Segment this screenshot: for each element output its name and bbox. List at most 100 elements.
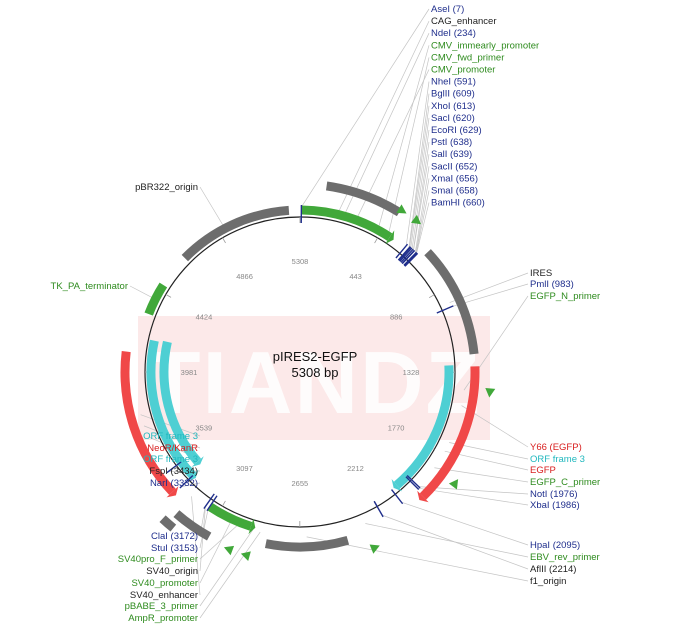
feature-arc bbox=[159, 340, 202, 465]
feature-arrowhead bbox=[385, 230, 395, 244]
feature-label: CMV_immearly_promoter bbox=[431, 40, 539, 51]
feature-arc bbox=[419, 366, 480, 500]
leader-line bbox=[415, 190, 430, 255]
restriction-site-mark bbox=[401, 250, 416, 265]
leader-line bbox=[410, 117, 430, 250]
leader-line bbox=[191, 496, 201, 596]
feature-label: PmlI (983) bbox=[530, 279, 574, 290]
feature-label: pBR322_origin bbox=[135, 182, 198, 193]
feature-arc bbox=[146, 339, 196, 479]
watermark-text: TIANDZ bbox=[147, 333, 482, 432]
feature-label: StuI (3153) bbox=[151, 543, 198, 554]
feature-label: SV40pro_F_primer bbox=[118, 554, 198, 565]
restriction-site-mark bbox=[404, 252, 419, 267]
feature-label: XbaI (1986) bbox=[530, 500, 580, 511]
leader-line bbox=[412, 154, 430, 253]
feature-label: CMV_promoter bbox=[431, 65, 495, 76]
feature-label: CMV_fwd_primer bbox=[431, 52, 504, 63]
feature-arc bbox=[181, 205, 290, 262]
leader-line bbox=[199, 531, 261, 619]
feature-arc bbox=[264, 535, 350, 552]
leader-line bbox=[415, 178, 430, 255]
feature-arrowhead bbox=[166, 486, 179, 498]
primer-arrow bbox=[448, 479, 459, 490]
feature-label: EBV_rev_primer bbox=[530, 552, 600, 563]
tick-mark bbox=[428, 294, 435, 299]
primer-arrow bbox=[410, 214, 422, 225]
feature-arrowhead bbox=[417, 490, 429, 503]
feature-label: PstI (638) bbox=[431, 137, 472, 148]
tick-label: 2655 bbox=[292, 479, 309, 488]
feature-label: NarI (3332) bbox=[150, 478, 198, 489]
restriction-site-mark bbox=[403, 251, 417, 266]
feature-label: BamHI (660) bbox=[431, 198, 485, 209]
feature-arrowhead bbox=[391, 479, 403, 492]
feature-label: NdeI (234) bbox=[431, 28, 476, 39]
feature-label: AmpR_promoter bbox=[128, 613, 198, 624]
leader-line bbox=[181, 482, 201, 487]
restriction-site-mark bbox=[179, 475, 194, 489]
feature-label: CAG_enhancer bbox=[431, 16, 496, 27]
tick-mark bbox=[374, 237, 378, 244]
feature-label: ClaI (3172) bbox=[151, 531, 198, 542]
feature-label: NeoR/KanR bbox=[147, 443, 198, 454]
restriction-site-mark bbox=[166, 461, 182, 474]
leader-line bbox=[199, 521, 232, 584]
feature-arc bbox=[173, 510, 212, 541]
restriction-site-mark bbox=[373, 500, 384, 518]
restriction-site-mark bbox=[400, 248, 414, 263]
restriction-site-mark bbox=[405, 476, 420, 490]
feature-label: FspI (3434) bbox=[149, 466, 198, 477]
leader-line bbox=[344, 33, 430, 214]
tick-label: 4866 bbox=[236, 272, 253, 281]
restriction-site-mark bbox=[398, 246, 412, 261]
feature-label: f1_origin bbox=[530, 576, 566, 587]
feature-label: SV40_enhancer bbox=[130, 590, 198, 601]
restriction-site-mark bbox=[206, 495, 218, 512]
feature-label: EGFP_N_primer bbox=[530, 291, 600, 302]
feature-label: XhoI (613) bbox=[431, 101, 475, 112]
feature-label: TK_PA_terminator bbox=[51, 281, 128, 292]
feature-arc bbox=[120, 351, 176, 495]
leader-line bbox=[199, 529, 253, 607]
tick-label: 2212 bbox=[347, 464, 364, 473]
feature-label: ORF frame 3 bbox=[143, 431, 198, 442]
tick-mark bbox=[222, 500, 226, 507]
leader-line bbox=[405, 81, 430, 246]
feature-label: pBABE_3_primer bbox=[125, 601, 198, 612]
tick-label: 443 bbox=[349, 272, 362, 281]
feature-label: SV40_promoter bbox=[131, 578, 198, 589]
feature-label: SalI (639) bbox=[431, 149, 472, 160]
feature-arrowhead bbox=[191, 456, 204, 467]
leader-line bbox=[417, 487, 529, 506]
feature-label: SacI (620) bbox=[431, 113, 475, 124]
leader-line bbox=[415, 202, 430, 255]
tick-label: 886 bbox=[390, 313, 403, 322]
leader-line bbox=[301, 8, 430, 208]
feature-arc bbox=[144, 282, 168, 316]
feature-label: ORF frame 3 bbox=[143, 454, 198, 465]
primer-arrow bbox=[485, 388, 496, 398]
primer-arrow bbox=[396, 204, 407, 214]
tick-mark bbox=[222, 237, 226, 244]
restriction-site-mark bbox=[203, 493, 215, 509]
restriction-site-mark bbox=[436, 305, 454, 314]
feature-label: Y66 (EGFP) bbox=[530, 442, 582, 453]
feature-label: EcoRI (629) bbox=[431, 125, 482, 136]
watermark: TIANDZ bbox=[138, 316, 490, 440]
leader-line bbox=[388, 57, 430, 234]
restriction-site-mark bbox=[397, 246, 411, 261]
feature-label: HpaI (2095) bbox=[530, 540, 580, 551]
site-marks bbox=[166, 204, 454, 518]
feature-arc bbox=[159, 515, 177, 532]
leader-line bbox=[411, 129, 430, 251]
tick-mark bbox=[165, 294, 172, 298]
feature-arc bbox=[424, 249, 479, 355]
watermark-backdrop bbox=[138, 316, 490, 440]
leader-line bbox=[365, 523, 529, 558]
leader-line bbox=[129, 285, 153, 299]
feature-label: NotI (1976) bbox=[530, 489, 578, 500]
plasmid-name: pIRES2-EGFP bbox=[273, 349, 358, 364]
